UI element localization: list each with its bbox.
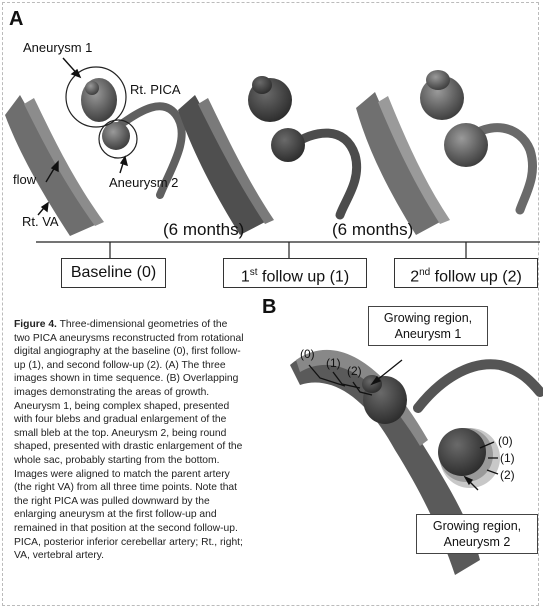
interval-label-1: (6 months) xyxy=(163,220,244,240)
timepoint-followup-1-sup: st xyxy=(250,267,258,278)
mark-top-2: (2) xyxy=(347,364,362,378)
mark-right-1: (1) xyxy=(500,451,515,465)
timepoint-followup-1-num: 1 xyxy=(241,268,250,285)
timepoint-followup-2-num: 2 xyxy=(410,268,419,285)
panel-a-letter: A xyxy=(9,8,23,31)
caption-body: Three-dimensional geometries of the two … xyxy=(14,319,244,561)
mark-top-1: (1) xyxy=(326,356,341,370)
timepoint-followup-2: 2nd follow up (2) xyxy=(394,258,538,288)
growing-region-2-line2: Aneurysm 2 xyxy=(421,534,533,550)
timeline-axis xyxy=(36,242,540,258)
panel-a-image-followup1 xyxy=(178,76,357,235)
timepoint-followup-2-sup: nd xyxy=(419,267,430,278)
growing-region-1-line1: Growing region, xyxy=(373,310,483,326)
caption-heading: Figure 4. xyxy=(14,319,57,330)
growing-region-1-line2: Aneurysm 1 xyxy=(373,326,483,342)
growing-region-2-line1: Growing region, xyxy=(421,518,533,534)
interval-label-2: (6 months) xyxy=(332,220,413,240)
growing-region-2-box: Growing region, Aneurysm 2 xyxy=(416,514,538,554)
timepoint-baseline: Baseline (0) xyxy=(61,258,166,288)
label-rt-va: Rt. VA xyxy=(22,214,59,229)
panel-b-letter: B xyxy=(262,296,276,319)
timepoint-baseline-label: Baseline (0) xyxy=(71,264,156,281)
mark-right-2: (2) xyxy=(500,468,515,482)
panel-a-image-followup2 xyxy=(356,70,533,235)
growing-region-1-box: Growing region, Aneurysm 1 xyxy=(368,306,488,346)
figure-caption: Figure 4. Three-dimensional geometries o… xyxy=(14,318,246,563)
timepoint-followup-2-text: follow up (2) xyxy=(430,268,522,285)
label-aneurysm-2: Aneurysm 2 xyxy=(109,175,178,190)
label-aneurysm-1: Aneurysm 1 xyxy=(23,40,92,55)
timepoint-followup-1: 1st follow up (1) xyxy=(223,258,367,288)
mark-right-0: (0) xyxy=(498,434,513,448)
label-flow: flow xyxy=(13,172,36,187)
mark-top-0: (0) xyxy=(300,347,315,361)
timepoint-followup-1-text: follow up (1) xyxy=(258,268,350,285)
label-rt-pica: Rt. PICA xyxy=(130,82,181,97)
